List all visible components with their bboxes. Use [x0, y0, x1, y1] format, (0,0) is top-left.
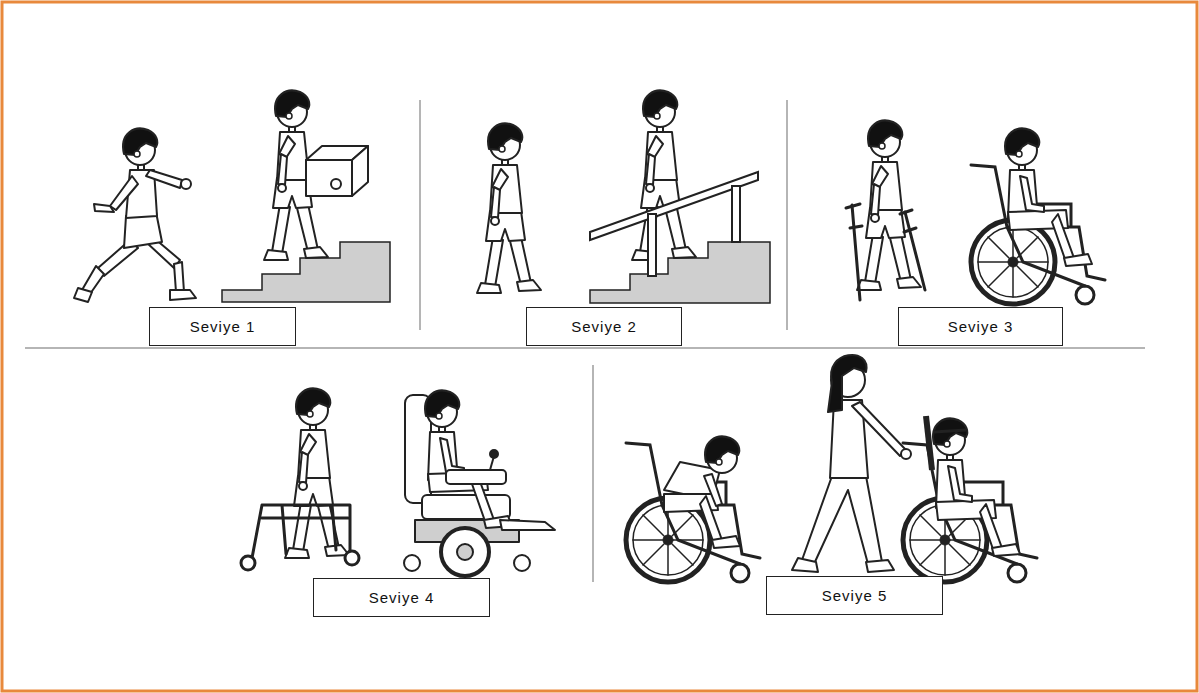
level-label: Seviye 2	[571, 318, 637, 335]
level-label-box: Seviye 4	[313, 578, 490, 617]
level-label-box: Seviye 5	[766, 576, 943, 615]
level-label: Seviye 1	[190, 318, 256, 335]
level-label-box: Seviye 2	[526, 307, 682, 346]
level-label: Seviye 5	[822, 587, 888, 604]
level-label-box: Seviye 1	[149, 307, 296, 346]
level-label-box: Seviye 3	[898, 307, 1063, 346]
level-label: Seviye 4	[369, 589, 435, 606]
level-label: Seviye 3	[948, 318, 1014, 335]
